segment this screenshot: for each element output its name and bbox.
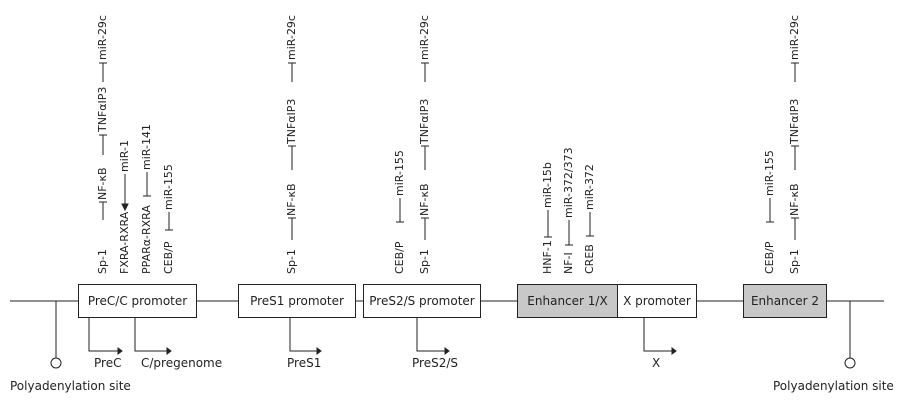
precc-mir1: miR-1 xyxy=(118,140,131,172)
c-pregenome-arrow xyxy=(134,317,167,352)
transcript-pres1-label: PreS1 xyxy=(287,356,322,370)
enh2-nfkb: NF-κB xyxy=(788,183,801,216)
precc-mir155: miR-155 xyxy=(162,164,175,210)
connector-mir155-cebp-enh2 xyxy=(766,198,774,223)
precc-sp1: Sp-1 xyxy=(96,249,109,274)
enh2-mir29c: miR-29c xyxy=(788,15,801,60)
enhancer-1-x-label: Enhancer 1/X xyxy=(527,294,608,308)
enh1-creb: CREB xyxy=(583,244,596,274)
precc-mir29c: miR-29c xyxy=(96,15,109,60)
transcript-x-label: X xyxy=(652,356,661,370)
pres1-sp1: Sp-1 xyxy=(285,249,298,274)
enh2-tnfaip3: TNFαIP3 xyxy=(788,98,801,144)
connector-sp1-nfkb-pres2 xyxy=(421,217,429,240)
connector-sp1-nfkb-enh2 xyxy=(791,217,799,240)
prec-arrow xyxy=(88,317,118,352)
connector-mir155-cebp-pres2 xyxy=(396,198,404,223)
precc-ppara-rxra: PPARα-RXRA xyxy=(140,205,153,274)
enhancer-1-x-box: Enhancer 1/X xyxy=(517,284,618,318)
precc-cebp: CEB/P xyxy=(162,241,175,274)
x-arrow xyxy=(643,317,672,352)
enhancer-2-box: Enhancer 2 xyxy=(743,284,827,318)
polya-right-label: Polyadenylation site xyxy=(773,379,894,393)
pres2-s-promoter-label: PreS2/S promoter xyxy=(369,294,475,308)
pres2-tnfaip3: TNFαIP3 xyxy=(418,98,431,144)
connector-mir372-373-nfi xyxy=(565,220,573,246)
enh2-cebp: CEB/P xyxy=(763,241,776,274)
pres1-tnfaip3: TNFαIP3 xyxy=(285,98,298,144)
pres1-promoter-label: PreS1 promoter xyxy=(250,294,344,308)
connector-nfkb-tnfaip3-precc xyxy=(99,134,107,155)
connector-mir15b-hnf1 xyxy=(544,210,552,238)
precc-nfkb: NF-κB xyxy=(96,167,109,200)
enh2-sp1: Sp-1 xyxy=(788,249,801,274)
enh1-nfi: NF-I xyxy=(562,252,575,274)
pres1-arrow xyxy=(289,317,317,352)
connector-mir141-ppara xyxy=(143,172,151,197)
enh1-mir372-373: miR-372/373 xyxy=(562,147,575,218)
x-promoter-box: X promoter xyxy=(617,284,697,318)
enh2-mir155: miR-155 xyxy=(763,150,776,196)
enhancer-2-label: Enhancer 2 xyxy=(750,294,820,308)
connector-tnfaip3-mir29c-enh2 xyxy=(791,62,799,82)
enh1-hnf1: HNF-1 xyxy=(541,240,554,274)
polya-left-label: Polyadenylation site xyxy=(10,379,131,393)
pres2-sp1: Sp-1 xyxy=(418,249,431,274)
pres2-cebp: CEB/P xyxy=(393,241,406,274)
pres2-mir29c: miR-29c xyxy=(418,15,431,60)
pres2-mir155: miR-155 xyxy=(393,150,406,196)
pres1-mir29c: miR-29c xyxy=(285,15,298,60)
connector-nfkb-tnfaip3-pres2 xyxy=(421,145,429,170)
polya-left-circle xyxy=(50,357,62,369)
enh1-mir372: miR-372 xyxy=(583,164,596,210)
connector-tnfaip3-mir29c-pres2 xyxy=(421,62,429,82)
transcript-pres2-s-label: PreS2/S xyxy=(412,356,458,370)
prec-c-promoter-label: PreC/C promoter xyxy=(87,294,188,308)
connector-mir372-creb xyxy=(586,212,594,237)
connector-nfkb-tnfaip3-enh2 xyxy=(791,145,799,170)
pres1-nfkb: NF-κB xyxy=(285,183,298,216)
polya-right-circle xyxy=(844,357,856,369)
connector-nfkb-tnfaip3-pres1 xyxy=(288,145,296,170)
prec-c-promoter-box: PreC/C promoter xyxy=(78,284,197,318)
connector-mir155-cebp-precc xyxy=(165,212,173,231)
enh1-mir15b: miR-15b xyxy=(541,162,554,208)
precc-mir141: miR-141 xyxy=(140,124,153,170)
connector-tnfaip3-mir29c-pres1 xyxy=(288,62,296,82)
x-promoter-label: X promoter xyxy=(623,294,691,308)
connector-tnfaip3-mir29c-precc xyxy=(99,62,107,82)
connector-sp1-nfkb-pres1 xyxy=(288,217,296,240)
precc-tnfaip3: TNFαIP3 xyxy=(96,86,109,132)
transcript-c-pregenome-label: C/pregenome xyxy=(141,356,223,370)
pres2-nfkb: NF-κB xyxy=(418,183,431,216)
pres2-s-arrow xyxy=(416,317,445,352)
transcript-prec-label: PreC xyxy=(94,356,122,370)
precc-fxra-rxra: FXRA-RXRA xyxy=(118,211,131,274)
connector-sp1-nfkb-precc xyxy=(99,201,107,220)
pres2-s-promoter-box: PreS2/S promoter xyxy=(363,284,481,318)
pres1-promoter-box: PreS1 promoter xyxy=(238,284,356,318)
